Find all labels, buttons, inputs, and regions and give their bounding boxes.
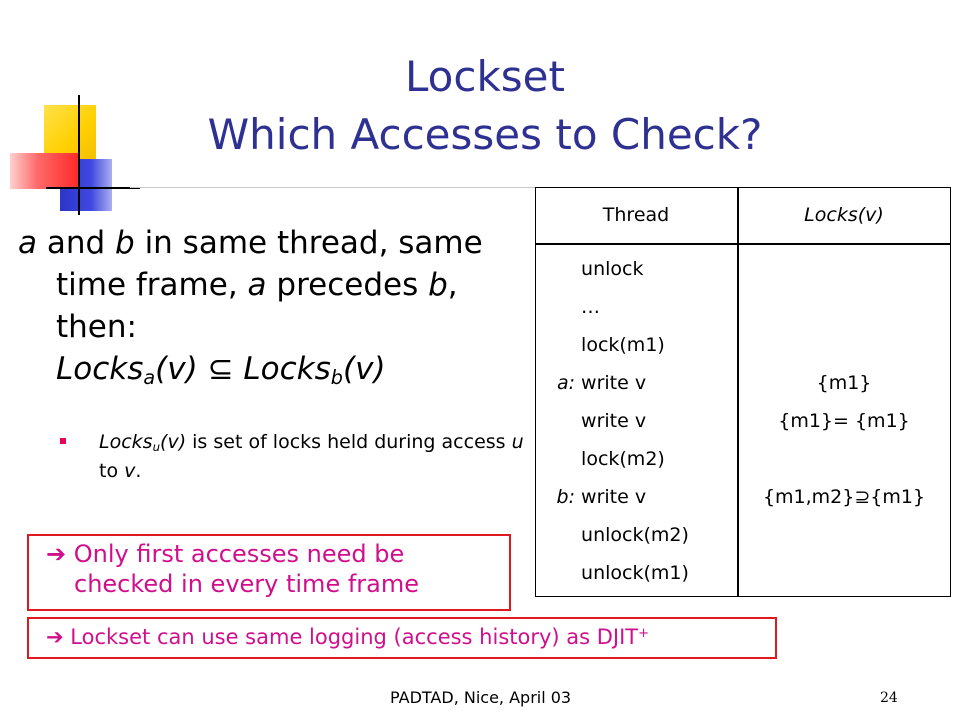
row-op: … bbox=[581, 296, 601, 318]
row-label: b: bbox=[556, 486, 575, 508]
page-number: 24 bbox=[880, 690, 898, 706]
arrow-right-icon: ➔ bbox=[46, 625, 64, 649]
thread-row: write v bbox=[545, 409, 646, 433]
text-fragment: to bbox=[99, 459, 125, 482]
text-fragment: precedes bbox=[266, 267, 429, 303]
main-bullet-text: a and b in same thread, same time frame,… bbox=[18, 222, 518, 399]
thread-row: unlock(m1) bbox=[545, 561, 689, 585]
locks-word: Locks bbox=[99, 431, 153, 453]
thread-row: lock(m1) bbox=[545, 333, 665, 357]
subseteq-symbol: ⊆ bbox=[207, 351, 234, 387]
title-line-1: Lockset bbox=[405, 52, 565, 101]
note-box-lockset-logging bbox=[27, 617, 777, 659]
row-op: unlock bbox=[581, 258, 644, 280]
text-fragment: and bbox=[37, 225, 116, 261]
row-op: unlock(m2) bbox=[581, 524, 689, 546]
arrow-right-icon: ➔ bbox=[46, 540, 67, 568]
locks-word: Locks bbox=[233, 351, 331, 387]
decorative-logo bbox=[0, 95, 140, 215]
row-op: lock(m2) bbox=[581, 448, 665, 470]
locks-value: {m1} bbox=[816, 372, 872, 394]
slide-title: Lockset Which Accesses to Check? bbox=[170, 48, 800, 164]
row-op: unlock(m1) bbox=[581, 562, 689, 584]
red-square bbox=[10, 153, 78, 189]
row-op: write v bbox=[581, 486, 647, 508]
note-line-2: checked in every time frame bbox=[74, 570, 419, 598]
yellow-square bbox=[44, 105, 96, 159]
subscript-b: b bbox=[330, 365, 343, 389]
logo-horizontal-line bbox=[46, 187, 140, 189]
text-fragment: , then: bbox=[56, 267, 458, 345]
thread-row: a: write v bbox=[545, 371, 646, 395]
v-arg: (v) bbox=[160, 431, 187, 453]
text-fragment: . bbox=[135, 459, 142, 482]
note-box-first-accesses bbox=[27, 534, 511, 611]
superscript-plus: + bbox=[638, 625, 650, 641]
row-op: write v bbox=[581, 410, 647, 432]
var-u: u bbox=[511, 431, 524, 453]
var-a: a bbox=[18, 225, 37, 261]
row-op: lock(m1) bbox=[581, 334, 665, 356]
locks-value: {m1,m2}⊇{m1} bbox=[762, 486, 926, 508]
note-line-1-text: Only first accesses need be bbox=[66, 540, 405, 568]
var-v: v bbox=[124, 459, 136, 482]
locks-value: {m1}= {m1} bbox=[778, 410, 910, 432]
thread-row: lock(m2) bbox=[545, 447, 665, 471]
note-text-first-accesses: ➔ Only first accesses need be checked in… bbox=[46, 539, 506, 599]
footer-text: PADTAD, Nice, April 03 bbox=[390, 688, 572, 707]
text-fragment: is set of locks held during access bbox=[186, 431, 512, 453]
locks-word: Locks bbox=[56, 351, 144, 387]
row-label: a: bbox=[556, 372, 575, 394]
thread-row: unlock bbox=[545, 257, 643, 281]
note-2-text: Lockset can use same logging (access his… bbox=[63, 625, 639, 649]
locks-table bbox=[535, 187, 951, 597]
v-arg: (v) bbox=[155, 351, 208, 387]
v-arg: (v) bbox=[343, 351, 386, 387]
main-bullet: a and b in same thread, same time frame,… bbox=[18, 222, 518, 399]
note-line-1: ➔ Only first accesses need be bbox=[46, 539, 506, 569]
var-a: a bbox=[247, 267, 267, 303]
subscript-a: a bbox=[143, 365, 156, 389]
locks-b-expr: Locksb(v) bbox=[233, 351, 386, 389]
locks-u-expr: Locksu(v) bbox=[99, 431, 187, 454]
table-header-thread: Thread bbox=[602, 204, 670, 226]
table-header-divider bbox=[535, 243, 951, 245]
var-b: b bbox=[115, 225, 135, 261]
subscript-u: u bbox=[152, 439, 161, 454]
text-fragment: in same thread, same time frame, bbox=[56, 225, 483, 303]
thread-row: b: write v bbox=[545, 485, 647, 509]
sub-bullet-text: Locksu(v) is set of locks held during ac… bbox=[99, 430, 529, 483]
title-line-2: Which Accesses to Check? bbox=[207, 110, 763, 159]
row-op: write v bbox=[581, 372, 647, 394]
note-text-lockset-logging: ➔ Lockset can use same logging (access h… bbox=[46, 623, 776, 651]
table-header-locks: Locks(v) bbox=[804, 204, 884, 226]
thread-row: … bbox=[545, 295, 600, 319]
thread-row: unlock(m2) bbox=[545, 523, 689, 547]
bullet-square-icon bbox=[60, 438, 66, 444]
logo-vertical-line bbox=[78, 95, 80, 215]
var-b: b bbox=[428, 267, 448, 303]
locks-a-expr: Locksa(v) bbox=[56, 351, 208, 389]
table-column-divider bbox=[737, 187, 739, 597]
